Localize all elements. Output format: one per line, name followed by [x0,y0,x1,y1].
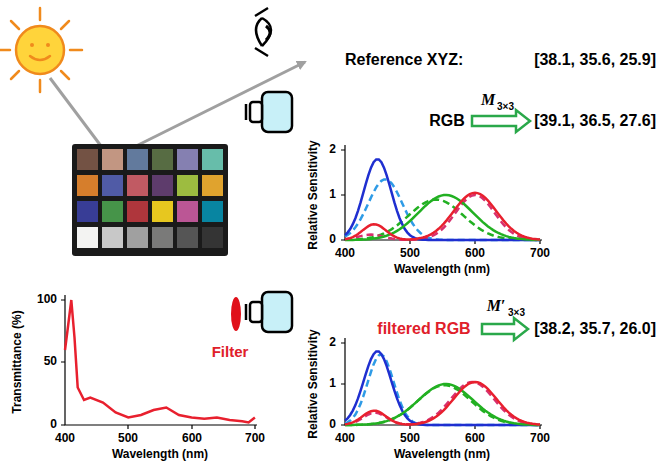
chart-label: 1 [329,377,336,390]
chart-label: 2 [329,336,336,349]
transform-arrow [482,318,528,340]
chart-label: 600 [465,247,485,260]
chart-label: 0 [329,233,336,246]
chart-label: 700 [530,432,550,445]
xyz-value: [38.1, 35.6, 25.9] [534,51,656,69]
chart-label: 600 [465,432,485,445]
camera-icon [246,292,292,332]
eye-icon [255,8,271,56]
chart-label: Filter [212,344,249,361]
chart-label: 3×3 [508,307,525,318]
chart-label: 700 [245,432,265,445]
chart-label: 500 [400,247,420,260]
chart-label: 100 [37,293,57,306]
xyz-value: [39.1, 36.5, 27.6] [534,112,656,130]
camera-icon [246,92,292,132]
chart-label: M′ [487,297,506,315]
reference-label: Reference XYZ: [345,51,463,69]
chart-label: 700 [530,247,550,260]
chart-label: Wavelength (nm) [394,263,490,276]
axis-title: Transmittance (%) [11,310,24,413]
chart-label: 500 [118,432,138,445]
chart-label: 1 [329,188,336,201]
axis-title: Relative Sensitivity [307,329,320,438]
color-checker [72,144,228,256]
axis-title: Relative Sensitivity [307,140,320,249]
chart-label: [38.2, 35.7, 26.0] [534,320,656,338]
transform-arrow [472,110,530,132]
reflected-ray [112,62,305,158]
sun-drawing [0,8,82,92]
chart-label: 600 [182,432,202,445]
matrix-symbol: M [481,91,495,109]
chart-label: 400 [335,432,355,445]
chart-label: 0 [329,418,336,431]
rgb-label: RGB [429,112,465,130]
chart-label: 0 [50,418,57,431]
chart-label: Wavelength (nm) [394,448,490,461]
chart-label: 400 [335,247,355,260]
red-filter [231,297,241,331]
chart-label: 50 [44,355,57,368]
plot-axes [61,145,542,429]
matrix-subscript: 3×3 [497,101,514,112]
chart-label: 2 [329,143,336,156]
chart-label: filtered RGB [377,320,470,338]
chart-label: 400 [55,432,75,445]
chart-label: Wavelength (nm) [112,448,208,461]
chart-label: 500 [400,432,420,445]
